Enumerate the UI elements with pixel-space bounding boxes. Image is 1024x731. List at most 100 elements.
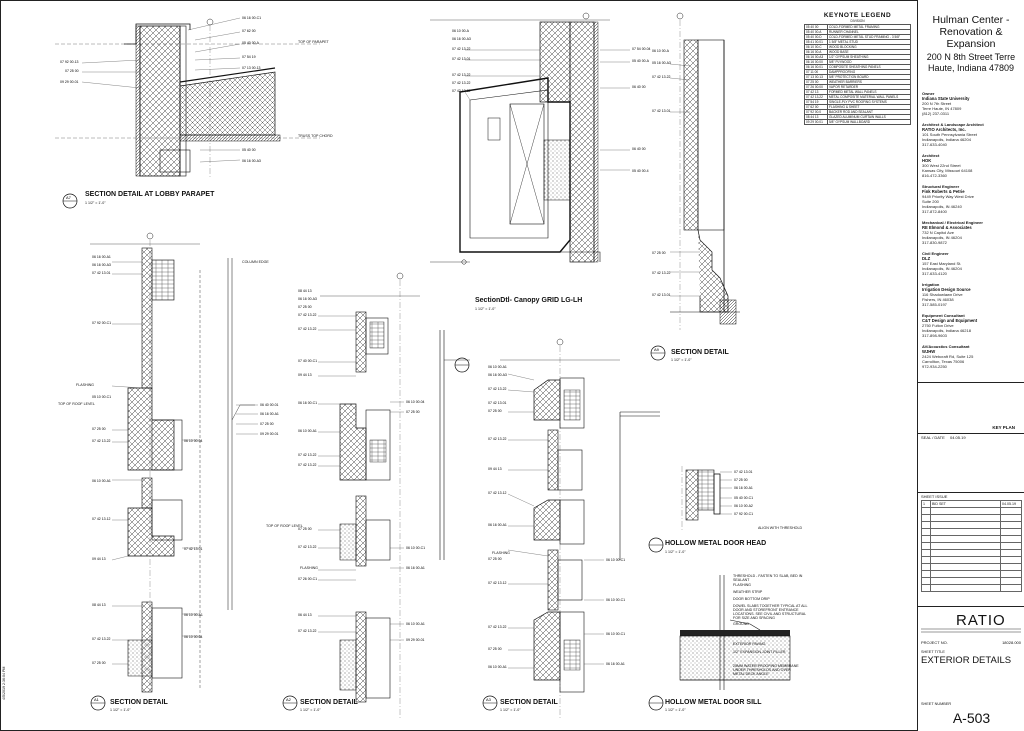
firm-logo: RATIO bbox=[918, 606, 1024, 636]
svg-text:07 25 00: 07 25 00 bbox=[652, 251, 666, 255]
annotation-door-bottom: DOOR BOTTOM DRIP bbox=[733, 597, 770, 601]
svg-text:07 62 00: 07 62 00 bbox=[242, 29, 256, 33]
svg-text:07 25 00: 07 25 00 bbox=[65, 69, 79, 73]
svg-text:09 44 13: 09 44 13 bbox=[298, 373, 312, 377]
team-role: Mechanical / Electrical Engineer bbox=[922, 220, 983, 225]
team-firm: Indiana State University bbox=[922, 96, 970, 101]
svg-text:07 13 00.13: 07 13 00.13 bbox=[242, 66, 261, 70]
detail-scale: 1 1/2" = 1'-0" bbox=[500, 708, 521, 712]
team-role: Civil Engineer bbox=[922, 251, 949, 256]
annotation-threshold: THRESHOLD - FASTEN TO SLAB, BED IN SEALA… bbox=[733, 574, 803, 582]
keynote-description: COLD-FORMED METAL STUD FRAMING - 3 5/8" bbox=[827, 34, 911, 40]
team-role: Structural Engineer bbox=[922, 184, 960, 189]
svg-text:07 40 00.C1: 07 40 00.C1 bbox=[298, 359, 317, 363]
svg-text:A9: A9 bbox=[654, 347, 660, 352]
svg-text:05 10 00.C1: 05 10 00.C1 bbox=[92, 395, 111, 399]
svg-text:07 26 00.C1: 07 26 00.C1 bbox=[298, 577, 317, 581]
team-role: Irrigation bbox=[922, 282, 940, 287]
svg-text:07 25 00: 07 25 00 bbox=[734, 478, 748, 482]
svg-text:07 25 00: 07 25 00 bbox=[92, 427, 106, 431]
team-firm: RATIO Architects, Inc. bbox=[922, 127, 966, 132]
annotation-top-roof: TOP OF ROOF LEVEL bbox=[58, 402, 95, 406]
sheet-number-label: SHEET NUMBER bbox=[921, 702, 952, 706]
team-contact: 2750 Fulton Drive Indianapolis, Indiana … bbox=[922, 323, 971, 338]
svg-text:07 92 00.13: 07 92 00.13 bbox=[60, 60, 79, 64]
sheet-issue-label: SHEET ISSUE bbox=[921, 494, 948, 499]
team-firm: HOK bbox=[922, 158, 932, 163]
svg-text:07 42 13.22: 07 42 13.22 bbox=[452, 47, 471, 51]
svg-text:08 44 13: 08 44 13 bbox=[92, 603, 106, 607]
svg-text:07 42 13.22: 07 42 13.22 bbox=[298, 327, 317, 331]
svg-text:07 42 13.01: 07 42 13.01 bbox=[488, 401, 507, 405]
svg-text:06 10 00.04: 06 10 00.04 bbox=[406, 400, 425, 404]
detail-title: HOLLOW METAL DOOR HEAD bbox=[665, 540, 767, 547]
svg-text:07 25 00: 07 25 00 bbox=[298, 527, 312, 531]
svg-text:07 42 13.01: 07 42 13.01 bbox=[92, 271, 111, 275]
project-number-label: PROJECT NO. bbox=[921, 640, 948, 645]
svg-text:A3: A3 bbox=[486, 697, 492, 702]
svg-text:06 10 00.A1: 06 10 00.A1 bbox=[298, 429, 317, 433]
svg-text:07 54 19: 07 54 19 bbox=[242, 55, 256, 59]
annotation-flashing: FLASHING bbox=[76, 383, 94, 387]
issue-date: 04.05.19 bbox=[1000, 500, 1022, 508]
svg-text:06 16 00.A1: 06 16 00.A1 bbox=[488, 523, 507, 527]
issue-row: 1 BID SET 04.05.19 bbox=[921, 500, 1022, 508]
key-plan-label: KEY PLAN bbox=[992, 425, 1015, 430]
detail-section-a2: 08 44 13 06 16 00.A3 07 25 00 07 42 13.2… bbox=[282, 272, 470, 720]
svg-text:07 25 00: 07 25 00 bbox=[406, 410, 420, 414]
svg-text:06 16 00.A3: 06 16 00.A3 bbox=[452, 37, 471, 41]
sheet-issue: SHEET ISSUE 1 BID SET 04.05.19 bbox=[918, 492, 1024, 607]
detail-lobby-parapet: 07 92 00.13 07 25 00 09 29 00.01 06 16 0… bbox=[55, 16, 320, 209]
svg-text:07 42 13.01: 07 42 13.01 bbox=[734, 470, 753, 474]
svg-text:09 44 13: 09 44 13 bbox=[92, 557, 106, 561]
svg-text:06 16 00.A1: 06 16 00.A1 bbox=[606, 662, 625, 666]
annotation-flashing: FLASHING bbox=[492, 551, 510, 555]
annotation-flashing: FLASHING bbox=[300, 566, 318, 570]
team-contact: 9449 Priority Way West Drive Suite 200 I… bbox=[922, 194, 975, 214]
detail-scale: 1 1/2" = 1'-0" bbox=[110, 708, 131, 712]
keynote-description: 5/8" GYPSUM WALLBOARD bbox=[827, 119, 911, 125]
keynote-legend-subtitle: DIVISION bbox=[850, 19, 865, 23]
svg-text:07 42 13.22: 07 42 13.22 bbox=[298, 629, 317, 633]
svg-text:06 10 00.A: 06 10 00.A bbox=[452, 29, 470, 33]
svg-text:06 16 00.A1: 06 16 00.A1 bbox=[734, 486, 753, 490]
svg-text:06 10 00.C1: 06 10 00.C1 bbox=[606, 558, 625, 562]
svg-text:06 16 00.C1: 06 16 00.C1 bbox=[242, 16, 261, 20]
svg-text:07 42 13.22: 07 42 13.22 bbox=[652, 75, 671, 79]
detail-scale: 1 1/2" = 1'-0" bbox=[475, 307, 496, 311]
svg-text:07 25 00: 07 25 00 bbox=[488, 557, 502, 561]
svg-text:07 42 13.22: 07 42 13.22 bbox=[452, 73, 471, 77]
seal-label: SEAL / DATE bbox=[921, 435, 945, 440]
svg-text:06 10 00.C1: 06 10 00.C1 bbox=[606, 598, 625, 602]
annotation-top-parapet: TOP OF PARAPET bbox=[298, 40, 329, 44]
svg-text:06 44 13: 06 44 13 bbox=[298, 613, 312, 617]
svg-text:07 42 13.22: 07 42 13.22 bbox=[452, 89, 471, 93]
detail-door-head: 07 42 13.01 07 25 00 06 16 00.A1 05 40 0… bbox=[648, 466, 753, 553]
annotation-ground: GROUND bbox=[733, 622, 749, 626]
team-role: Equipment Consultant bbox=[922, 313, 965, 318]
svg-text:07 42 13.12: 07 42 13.12 bbox=[488, 581, 507, 585]
svg-text:07 42 13.22: 07 42 13.22 bbox=[298, 463, 317, 467]
svg-text:05 40 00.4: 05 40 00.4 bbox=[632, 169, 649, 173]
issue-no: 1 bbox=[921, 500, 931, 508]
project-address: 200 N 8th Street Terre Haute, Indiana 47… bbox=[926, 52, 1016, 73]
sheet-title: EXTERIOR DETAILS bbox=[921, 655, 1012, 666]
detail-title: SECTION DETAIL bbox=[500, 699, 558, 706]
svg-text:06 16 00.A3: 06 16 00.A3 bbox=[298, 297, 317, 301]
svg-text:07 92 00.C1: 07 92 00.C1 bbox=[92, 321, 111, 325]
seal-date: 04.05.19 bbox=[950, 435, 966, 440]
detail-title: HOLLOW METAL DOOR SILL bbox=[665, 699, 762, 706]
keynote-code: 09 29 00.01 bbox=[804, 119, 828, 125]
detail-scale: 1 1/2" = 1'-0" bbox=[85, 201, 106, 205]
svg-text:07 42 13.12: 07 42 13.12 bbox=[488, 491, 507, 495]
column-edge: 06 40 00.01 06 16 00.A1 07 25 00 09 29 0… bbox=[227, 258, 279, 610]
detail-scale: 1 1/2" = 1'-0" bbox=[665, 550, 686, 554]
svg-text:07 42 13.22: 07 42 13.22 bbox=[92, 439, 111, 443]
svg-text:A2: A2 bbox=[286, 697, 292, 702]
svg-text:07 42 13.22: 07 42 13.22 bbox=[488, 625, 507, 629]
svg-text:06 16 00.A1: 06 16 00.A1 bbox=[260, 412, 279, 416]
svg-text:06 10 00.A: 06 10 00.A bbox=[652, 49, 670, 53]
sheet-title-label: SHEET TITLE bbox=[921, 650, 945, 654]
